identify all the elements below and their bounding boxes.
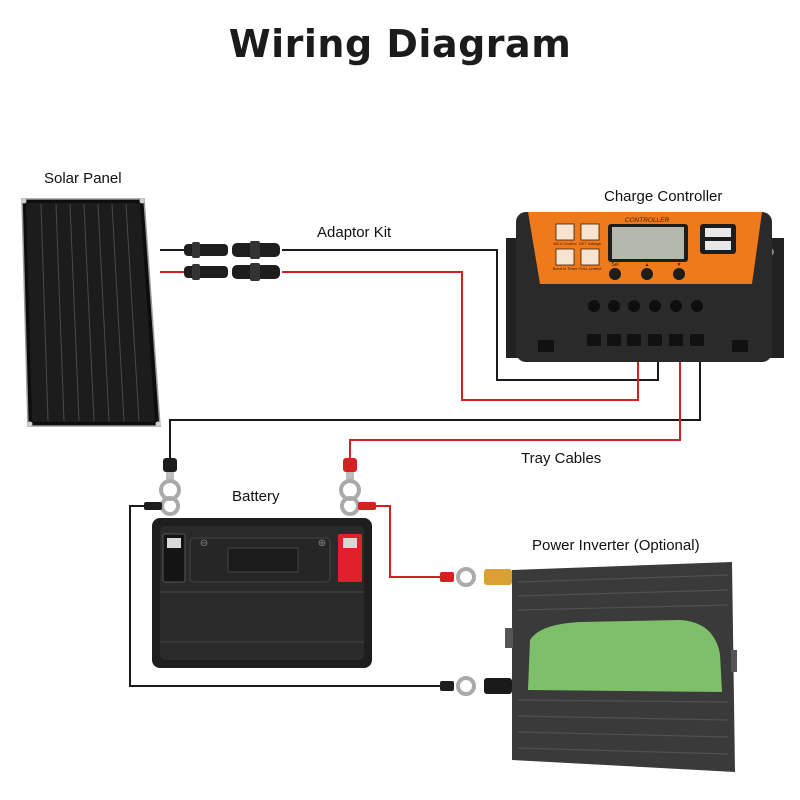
diagram-title: Wiring Diagram [228,22,572,66]
controller-key-select-label: Sel [611,262,618,268]
controller-key-up [641,268,653,280]
power-inverter [505,562,737,772]
ring-terminal-inverter-negative [440,676,512,696]
power-inverter-label: Power Inverter (Optional) [532,537,700,554]
wires [129,249,701,687]
controller-key-down [673,268,685,280]
controller-key-down-label: ▼ [677,262,682,268]
ring-terminal-inverter-negative-battery [144,496,180,516]
adaptor-kit-label: Adaptor Kit [317,224,392,241]
adaptor-kit [160,241,280,281]
controller-brand-text: CONTROLLER [625,217,670,224]
panel-negative-wire [282,249,659,381]
ring-terminal-negative [159,458,181,501]
ring-terminal-positive [339,458,361,501]
ring-terminal-inverter-positive [440,567,512,587]
controller-label-timer: Bond in Timer [553,266,578,271]
controller-label-protect: FULL protect [579,266,603,271]
controller-label-set: SET Voltage [579,241,602,246]
controller-key-up-label: ▲ [645,262,650,268]
controller-terminal-slots [587,334,704,346]
charge-controller-label: Charge Controller [604,188,723,205]
battery-minus-symbol: ⊖ [200,538,208,549]
inverter-ring-terminals [440,567,512,696]
solar-panel-label: Solar Panel [44,170,122,187]
ring-terminal-inverter-positive-battery [340,496,376,516]
controller-icon-buttons: MCU Control SET Voltage Bond in Timer FU… [553,223,603,271]
battery-negative-tray-cable [169,358,701,462]
controller-terminal-screws [588,300,703,312]
tray-cables-label: Tray Cables [521,450,602,467]
mc4-connector-positive [160,263,280,281]
charge-controller: CONTROLLER MCU Control SET Voltage Bond … [506,212,784,362]
solar-panel [21,198,161,427]
panel-positive-wire [282,271,639,401]
controller-label-mcu: MCU Control [553,241,576,246]
battery-positive-tray-cable [349,358,681,462]
battery-ring-terminals [144,458,376,516]
controller-key-select [609,268,621,280]
controller-usb-ports [700,224,736,254]
battery: ⊖ ⊕ [152,518,372,668]
battery-label: Battery [232,488,280,505]
controller-lcd-screen [612,227,684,259]
battery-plus-symbol: ⊕ [318,538,326,549]
inverter-negative-cable [129,505,444,687]
inverter-screen-panel [528,620,722,692]
mc4-connector-negative [160,241,280,259]
inverter-positive-cable [375,505,444,578]
